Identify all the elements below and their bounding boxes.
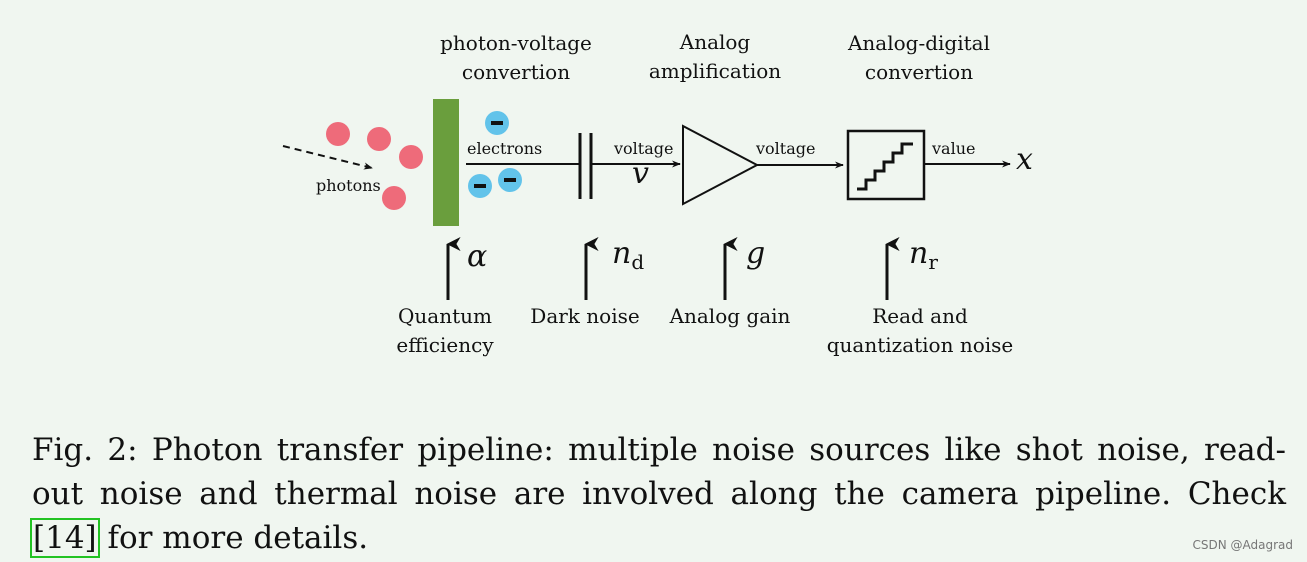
electron-icon: [468, 174, 492, 198]
caption-text: Photon transfer pipeline: multiple noise…: [32, 432, 1286, 512]
figure-caption: Fig. 2: Photon transfer pipeline: multip…: [30, 428, 1286, 560]
citation-link[interactable]: [14]: [30, 518, 100, 558]
amplifier-triangle: [682, 124, 760, 206]
symbol-g: g: [746, 236, 766, 271]
figure-label: Fig. 2:: [32, 432, 138, 468]
noise-label-read: Read and quantization noise: [826, 304, 1014, 357]
symbol-n-r: nr: [909, 236, 938, 274]
symbol-n-d: nd: [612, 236, 645, 274]
photon-dot: [326, 122, 350, 146]
noise-label-gain: Analog gain: [669, 304, 791, 328]
photon-incoming-arrow: [282, 145, 373, 170]
electron-icon: [485, 111, 509, 135]
symbol-v: v: [632, 156, 649, 191]
photons-label: photons: [316, 176, 381, 195]
electrons-label: electrons: [467, 139, 543, 158]
photon-dot: [399, 145, 423, 169]
voltage-label-1: voltage: [614, 139, 674, 158]
electron-icon: [498, 168, 522, 192]
stage-label-analog-amp: Analog amplification: [648, 30, 782, 83]
stage-label-adc: Analog-digital convertion: [847, 31, 990, 84]
sensor-bar: [433, 99, 459, 226]
stage-label-photon-voltage: photon-voltage convertion: [440, 31, 592, 84]
value-label: value: [932, 139, 976, 158]
noise-label-quantum: Quantum efficiency: [396, 304, 494, 357]
caption-text-end: for more details.: [107, 520, 369, 556]
noise-label-dark: Dark noise: [530, 304, 640, 328]
symbol-alpha: α: [467, 239, 488, 274]
photon-dot: [367, 127, 391, 151]
symbol-x: x: [1016, 142, 1033, 177]
watermark: CSDN @Adagrad: [1192, 538, 1293, 552]
staircase-icon: [857, 142, 913, 191]
photon-dot: [382, 186, 406, 210]
voltage-label-2: voltage: [756, 139, 816, 158]
